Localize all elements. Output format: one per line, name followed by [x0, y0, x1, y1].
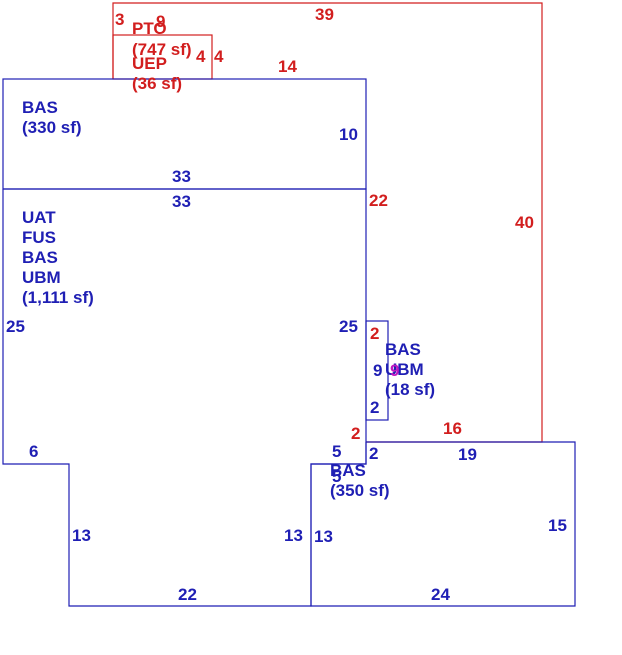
pto-name: PTO — [132, 19, 167, 38]
dim-bas-top-right: 10 — [339, 125, 358, 144]
dim-right-bottom: 24 — [431, 585, 450, 604]
dim-main-bottom: 22 — [178, 585, 197, 604]
bas-right-name: BAS — [330, 461, 366, 480]
dim-pto-right: 40 — [515, 213, 534, 232]
dim-small-top: 2 — [370, 324, 379, 343]
dim-right-step: 2 — [369, 444, 378, 463]
main-code-bas: BAS — [22, 248, 58, 267]
small-bas-outline — [365, 320, 389, 421]
dim-main-lower-right: 13 — [284, 526, 303, 545]
bas-top-name: BAS — [22, 98, 58, 117]
pto-area: (747 sf) — [132, 40, 192, 59]
small-code-bas: BAS — [385, 340, 421, 359]
main-code-ubm: UBM — [22, 268, 61, 287]
main-code-fus: FUS — [22, 228, 56, 247]
uep-name: UEP — [132, 54, 167, 73]
dim-small-bottom: 2 — [370, 398, 379, 417]
dim-right-right: 15 — [548, 516, 567, 535]
dim-main-left: 25 — [6, 317, 25, 336]
dim-uep-side: 4 — [196, 47, 206, 66]
dim-pto-left: 3 — [115, 10, 124, 29]
dim-small-magenta: 9 — [390, 361, 399, 380]
dim-main-notch-left: 6 — [29, 442, 38, 461]
dim-right-notch: 5 — [332, 442, 341, 461]
dim-right-top: 19 — [458, 445, 477, 464]
dim-right-notch-inner: 5 — [332, 467, 341, 486]
dim-pto-bottom: 14 — [278, 57, 297, 76]
main-area: (1,111 sf) — [22, 288, 94, 307]
dim-pto-lower: 16 — [443, 419, 462, 438]
dim-right-left: 13 — [314, 527, 333, 546]
bas-right-area: (350 sf) — [330, 481, 390, 500]
bas-top-area: (330 sf) — [22, 118, 82, 137]
dim-main-right: 25 — [339, 317, 358, 336]
dim-uep-top: 9 — [156, 12, 165, 31]
dim-pto-inner: 22 — [369, 191, 388, 210]
pto-outline — [112, 2, 543, 443]
bas-right-outline — [310, 441, 576, 607]
uep-area: (36 sf) — [132, 74, 182, 93]
dim-bas-top-bottom: 33 — [172, 167, 191, 186]
dim-pto-corner: 2 — [351, 424, 360, 443]
main-code-uat: UAT — [22, 208, 56, 227]
dim-main-lower-left: 13 — [72, 526, 91, 545]
dim-pto-top: 39 — [315, 5, 334, 24]
dim-uep-side-outer: 4 — [214, 47, 224, 66]
small-area: (18 sf) — [385, 380, 435, 399]
dim-small-left: 9 — [373, 361, 382, 380]
dim-main-top: 33 — [172, 192, 191, 211]
small-code-ubm: UBM — [385, 360, 424, 379]
